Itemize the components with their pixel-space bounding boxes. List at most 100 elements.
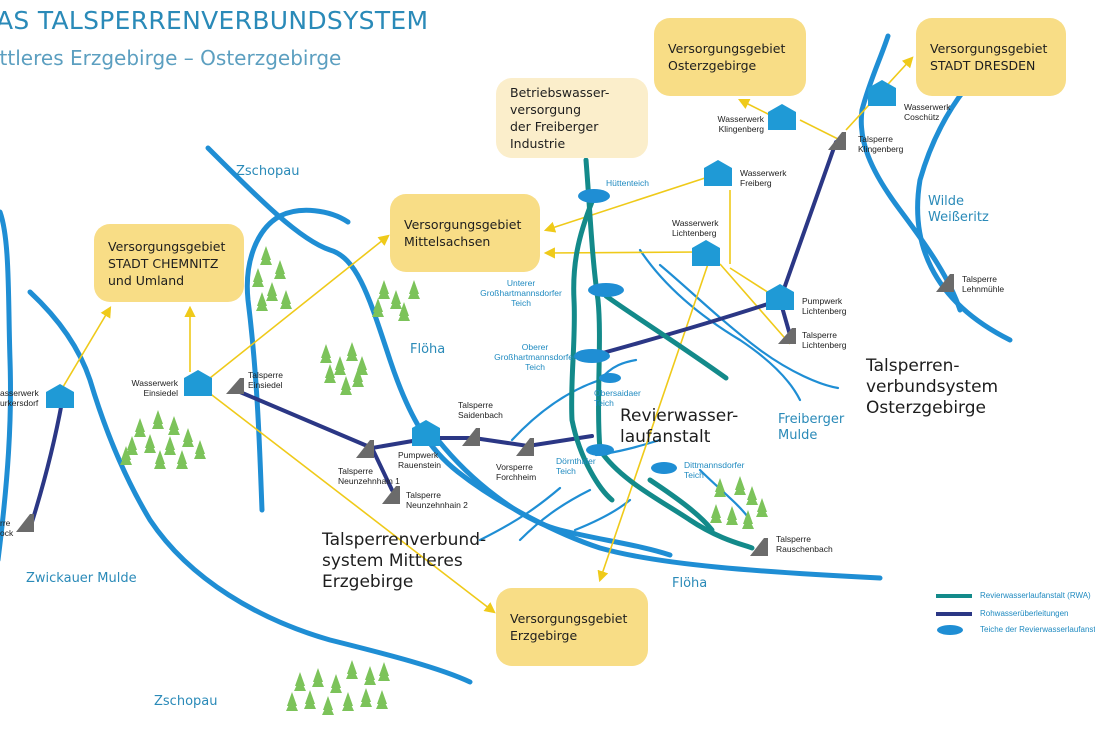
label-ww-lichtenberg: Wasserwerk Lichtenberg	[672, 218, 719, 238]
legend-item-ponds: Teiche der Revierwasserlaufanstalt	[980, 625, 1095, 634]
region-revierwasserlaufanstalt: Revierwasser- laufanstalt	[620, 406, 739, 447]
tree-icon	[352, 368, 364, 387]
building-ww-klingenberg	[768, 104, 796, 130]
tree-icon	[734, 476, 746, 495]
tree-icon	[182, 428, 194, 447]
river-floeha	[435, 437, 673, 558]
tree-icon	[330, 674, 342, 693]
legend-item-raw-water: Rohwasserüberleitungen	[980, 609, 1069, 618]
label-ts-neunzehnhain1: Talsperre Neunzehnhain 1	[338, 466, 400, 486]
tree-icon	[134, 418, 146, 437]
label-ts-rauschenbach: Talsperre Rauschenbach	[776, 534, 833, 554]
pond-unterer	[588, 283, 624, 297]
dam-left	[16, 514, 34, 532]
label-unterer-teich: Unterer Großhartmannsdorfer Teich	[480, 278, 562, 308]
tree-icon	[176, 450, 188, 469]
river-zschopau-west	[244, 207, 351, 513]
tree-icon	[756, 498, 768, 517]
box-chemnitz: Versorgungsgebiet STADT CHEMNITZ und Uml…	[94, 224, 244, 302]
tree-icon	[152, 410, 164, 429]
tree-icon	[364, 666, 376, 685]
label-ts-neunzehnhain2: Talsperre Neunzehnhain 2	[406, 490, 468, 510]
tree-icon	[120, 446, 132, 465]
box-industry-line3: der Freiberger	[510, 119, 599, 134]
label-ts-lehnmuehle: Talsperre Lehnmühle	[962, 274, 1005, 294]
legend-item-rwa: Revierwasserlaufanstalt (RWA)	[980, 591, 1091, 600]
label-ts-lichtenberg: Talsperre Lichtenberg	[802, 330, 847, 350]
box-osterzgebirge-line2: Osterzgebirge	[668, 58, 757, 73]
tree-icon	[256, 292, 268, 311]
box-industry-line1: Betriebswasser-	[510, 85, 610, 100]
river-zwickauer-mulde	[0, 209, 13, 562]
label-dittmannsdorfer-teich: Dittmannsdorfer Teich	[684, 460, 745, 480]
box-dresden-line2: STADT DRESDEN	[930, 58, 1036, 73]
tree-icon	[164, 436, 176, 455]
label-ts-einsiedel: Talsperre Einsiedel	[248, 370, 283, 390]
building-pw-rauenstein	[412, 420, 440, 446]
label-freiberger-mulde-2: Mulde	[778, 428, 818, 443]
tree-icon	[144, 434, 156, 453]
tree-icon	[286, 692, 298, 711]
tree-icon	[322, 696, 334, 715]
tree-icon	[398, 302, 410, 321]
tree-icon	[252, 268, 264, 287]
label-floeha-mid: Flöha	[410, 342, 446, 357]
building-ww-coschuetz	[868, 80, 896, 106]
tree-icon	[346, 342, 358, 361]
tree-icon	[274, 260, 286, 279]
label-ww-einsiedel: Wasserwerk Einsiedel	[131, 378, 178, 398]
dam-klingenberg	[828, 132, 846, 150]
box-mittelsachsen-line2: Mittelsachsen	[404, 234, 491, 249]
legend-shapes	[936, 594, 972, 635]
box-chemnitz-line2: STADT CHEMNITZ	[108, 255, 219, 271]
pond-doernthaler	[586, 444, 614, 456]
box-industry-line4: Industrie	[510, 136, 566, 151]
region-osterzgebirge: Talsperren- verbundsystem Osterzgebirge	[866, 356, 999, 418]
tree-icon	[746, 486, 758, 505]
label-huettenteich: Hüttenteich	[606, 178, 649, 188]
label-pw-rauenstein: Pumpwerk Rauenstein	[398, 450, 442, 470]
tree-icon	[408, 280, 420, 299]
page-subtitle: ittleres Erzgebirge – Osterzgebirge	[0, 46, 342, 70]
river-zschopau-upper	[205, 145, 883, 581]
trees	[120, 246, 768, 715]
tree-icon	[312, 668, 324, 687]
label-ts-left: rre ock	[0, 518, 14, 538]
box-industry-line2: versorgung	[510, 102, 582, 117]
region-mittleres-erzgebirge: Talsperrenverbund- system Mittleres Erzg…	[322, 530, 487, 592]
tree-icon	[194, 440, 206, 459]
box-dresden-line1: Versorgungsgebiet	[930, 41, 1048, 56]
tree-icon	[294, 672, 306, 691]
river-wilde-weisseritz	[858, 33, 963, 313]
tree-icon	[376, 690, 388, 709]
tree-icon	[710, 504, 722, 523]
box-osterzgebirge-line1: Versorgungsgebiet	[668, 41, 786, 56]
label-ww-klingenberg: Wasserwerk Klingenberg	[717, 114, 764, 134]
dams-shapes	[16, 132, 954, 556]
box-freiberg-industry: Betriebswasser- versorgung der Freiberge…	[496, 78, 648, 158]
dam-lehnmuehle	[936, 274, 954, 292]
dam-neunzehnhain2	[382, 486, 400, 504]
dam-einsiedel	[226, 378, 244, 394]
building-ww-lichtenberg	[692, 240, 720, 266]
tree-icon	[742, 510, 754, 529]
tree-icon	[356, 356, 368, 375]
label-zschopau-bottom: Zschopau	[154, 694, 218, 709]
tree-icon	[260, 246, 272, 265]
river-zschopau	[27, 289, 473, 685]
label-oberer-teich: Oberer Großhartmannsdorfer Teich	[494, 342, 576, 372]
box-erzgebirge-line2: Erzgebirge	[510, 628, 578, 643]
box-chemnitz-line1: Versorgungsgebiet	[108, 238, 226, 254]
label-ts-klingenberg: Talsperre Klingenberg	[858, 134, 904, 154]
buildings	[46, 80, 896, 446]
tree-icon	[334, 356, 346, 375]
building-ww-einsiedel	[184, 370, 212, 396]
label-ts-saidenbach: Talsperre Saidenbach	[458, 400, 503, 420]
tree-icon	[346, 660, 358, 679]
label-freiberger-mulde-1: Freiberger	[778, 412, 845, 427]
pond-oberer	[574, 349, 610, 363]
box-osterzgebirge: Versorgungsgebiet Osterzgebirge	[654, 18, 806, 96]
pond-dittmannsdorfer	[651, 462, 677, 474]
tree-icon	[390, 290, 402, 309]
